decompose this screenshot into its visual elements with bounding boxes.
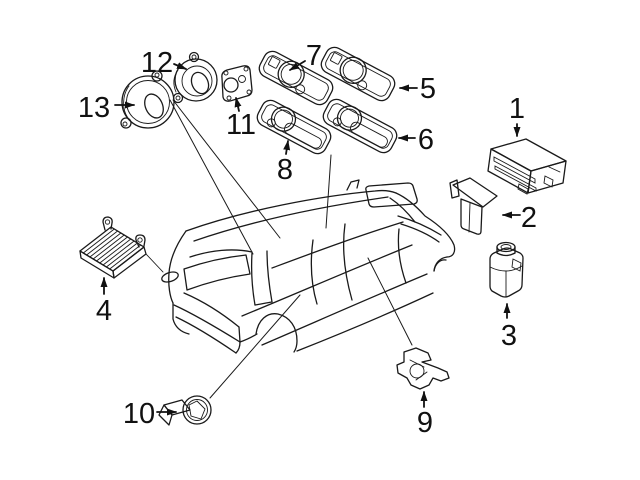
callout-7-label: 7 — [306, 40, 322, 72]
amplifier-cooling-fins — [82, 228, 142, 270]
leader-line-front-door — [169, 99, 254, 255]
callout-11: 11 — [226, 97, 256, 141]
callout-4-label: 4 — [96, 295, 112, 327]
callout-13-label: 13 — [78, 92, 110, 124]
part-amplifier — [79, 216, 179, 283]
callout-3-label: 3 — [501, 320, 517, 352]
part-door-speaker-12 — [172, 51, 218, 104]
part-display-unit — [449, 177, 498, 235]
callout-11-arrow — [234, 97, 242, 112]
part-radio-head-unit — [487, 138, 567, 195]
callout-4: 4 — [96, 277, 112, 327]
callout-2-label: 2 — [521, 202, 537, 234]
part-mounting-plate — [221, 65, 253, 102]
car-body-illustration — [168, 179, 456, 354]
part-module-canister — [489, 241, 524, 298]
callout-6-label: 6 — [418, 124, 434, 156]
part-rear-speaker-bracket — [396, 347, 450, 390]
callout-1: 1 — [509, 93, 525, 137]
part-speaker-tray-6 — [322, 98, 398, 154]
callout-12: 12 — [141, 47, 187, 79]
callout-8-arrow — [283, 140, 291, 155]
part-door-speaker-13 — [120, 70, 175, 129]
callout-11-label: 11 — [226, 109, 256, 141]
callout-5-label: 5 — [420, 73, 436, 105]
callout-12-label: 12 — [141, 47, 173, 79]
leader-line-rear-door — [367, 257, 413, 346]
callout-10-label: 10 — [123, 398, 155, 430]
callout-9: 9 — [417, 391, 433, 439]
callout-10: 10 — [123, 398, 177, 430]
part-speaker-tray-5 — [320, 46, 396, 102]
leader-line-front-pillar — [172, 99, 281, 239]
callout-6: 6 — [398, 124, 434, 156]
leader-line-rear-quarter — [209, 294, 301, 399]
callout-12-arrow — [173, 62, 187, 70]
callout-3: 3 — [501, 303, 517, 352]
callout-2: 2 — [502, 202, 537, 234]
callout-5: 5 — [399, 73, 436, 105]
callout-9-label: 9 — [417, 407, 433, 439]
part-tweeter-speaker — [158, 395, 212, 426]
part-speaker-tray-8 — [256, 99, 332, 155]
leader-lines — [169, 99, 413, 399]
callout-1-label: 1 — [509, 93, 525, 125]
callout-13: 13 — [78, 92, 135, 124]
callout-8: 8 — [277, 140, 293, 186]
callout-7-arrow — [289, 60, 306, 71]
callout-8-label: 8 — [277, 154, 293, 186]
callout-7: 7 — [289, 40, 322, 72]
leader-line-roof — [325, 154, 332, 229]
